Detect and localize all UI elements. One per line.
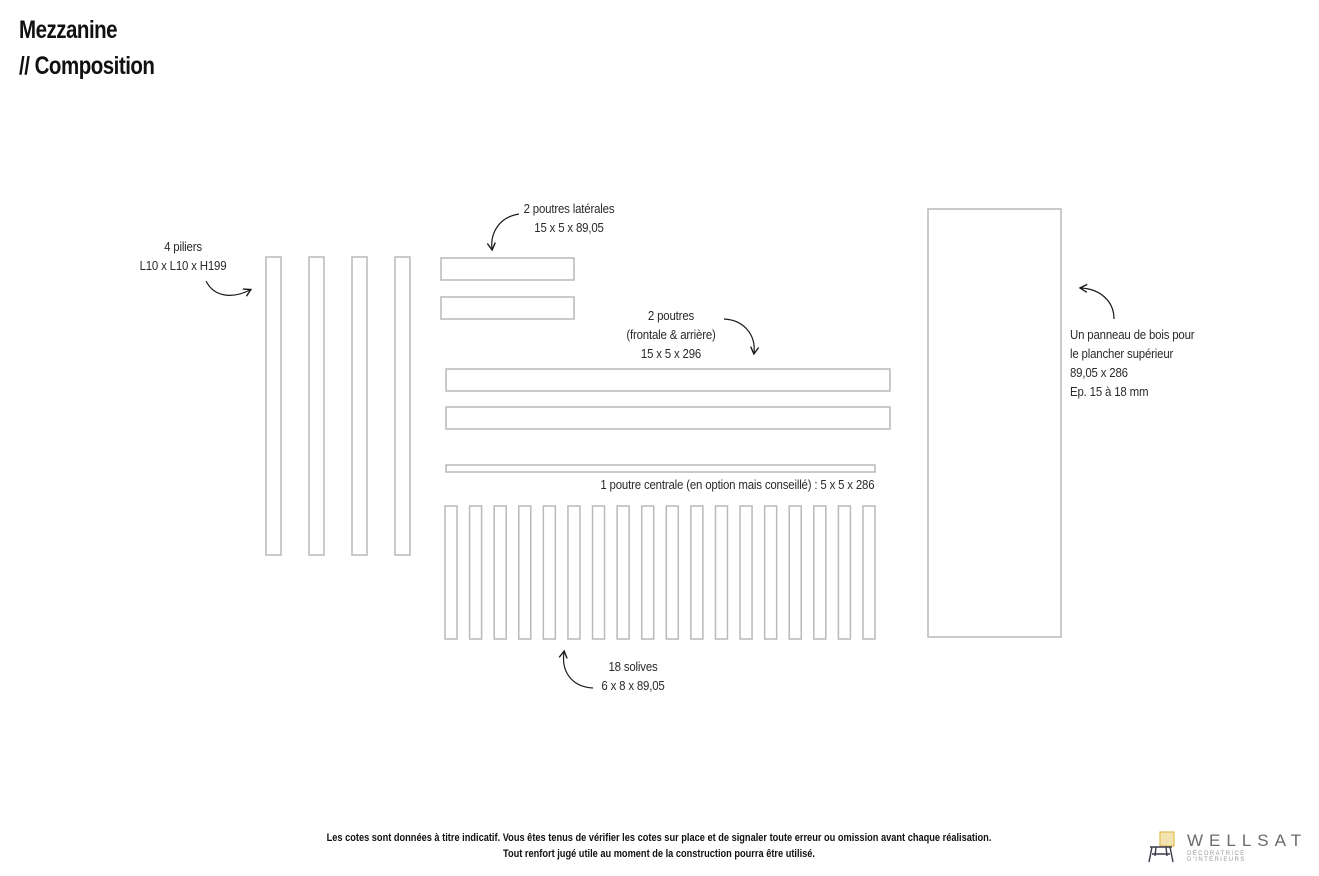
joist-6 xyxy=(567,505,581,640)
title-line-2: // Composition xyxy=(19,52,155,80)
label-poutres-line-2: (frontale & arrière) xyxy=(626,327,716,342)
central-beam-group xyxy=(445,464,876,473)
pillar-1 xyxy=(265,256,282,556)
joist-13 xyxy=(739,505,753,640)
joist-15 xyxy=(788,505,802,640)
joist-12 xyxy=(714,505,729,640)
joist-2 xyxy=(468,505,483,640)
joists-group xyxy=(444,505,876,640)
label-poutres-laterales: 2 poutres latérales 15 x 5 x 89,05 xyxy=(524,199,615,237)
central-beam xyxy=(445,464,876,473)
arrow-panneau xyxy=(1078,283,1115,320)
arrow-poutres-laterales xyxy=(486,213,520,252)
label-panneau-line-3: 89,05 x 286 xyxy=(1070,365,1128,380)
joist-3 xyxy=(493,505,507,640)
label-solives-line-2: 6 x 8 x 89,05 xyxy=(601,678,665,693)
label-panneau: Un panneau de bois pour le plancher supé… xyxy=(1070,325,1195,401)
label-poutres-laterales-line-2: 15 x 5 x 89,05 xyxy=(534,220,604,235)
pillar-3 xyxy=(351,256,368,556)
logo-name: WELLSAT xyxy=(1187,831,1308,850)
side-beam-2 xyxy=(440,296,575,320)
joist-5 xyxy=(542,505,557,640)
label-panneau-line-1: Un panneau de bois pour xyxy=(1070,327,1195,342)
disclaimer-line-2: Tout renfort jugé utile au moment de la … xyxy=(503,848,815,860)
joist-17 xyxy=(837,505,852,640)
front-back-beam-1 xyxy=(445,368,891,392)
joist-4 xyxy=(518,505,532,640)
pillars-group xyxy=(265,256,411,556)
label-piliers-line-2: L10 x L10 x H199 xyxy=(139,258,227,273)
label-solives-line-1: 18 solives xyxy=(608,659,658,674)
disclaimer: Les cotes sont données à titre indicatif… xyxy=(273,830,1046,862)
label-poutres-laterales-line-1: 2 poutres latérales xyxy=(523,201,615,216)
page-title: Mezzanine // Composition xyxy=(19,12,155,84)
side-beams-group xyxy=(440,257,575,320)
joist-1 xyxy=(444,505,458,640)
joist-14 xyxy=(763,505,778,640)
arrow-solives xyxy=(558,649,594,689)
floor-panel xyxy=(927,208,1062,638)
joist-18 xyxy=(862,505,876,640)
arrow-poutres xyxy=(723,318,760,356)
joist-7 xyxy=(591,505,606,640)
label-panneau-line-2: le plancher supérieur xyxy=(1070,346,1174,361)
logo-tagline: Décoratrice d'intérieurs xyxy=(1187,851,1246,863)
pillar-4 xyxy=(394,256,411,556)
label-poutre-centrale: 1 poutre centrale (en option mais consei… xyxy=(600,475,874,494)
joist-16 xyxy=(813,505,827,640)
joist-10 xyxy=(665,505,680,640)
arrow-piliers xyxy=(205,280,253,297)
brand-logo: WELLSAT Décoratrice d'intérieurs xyxy=(1146,828,1306,864)
pillar-2 xyxy=(308,256,325,556)
arrows-group xyxy=(205,213,1115,689)
joist-9 xyxy=(640,505,655,640)
front-back-beams-group xyxy=(445,368,891,430)
label-solives: 18 solives 6 x 8 x 89,05 xyxy=(601,657,664,695)
label-poutres: 2 poutres (frontale & arrière) 15 x 5 x … xyxy=(626,306,715,363)
floor-panel-group xyxy=(927,208,1062,638)
front-back-beam-2 xyxy=(445,406,891,430)
label-piliers-line-1: 4 piliers xyxy=(164,239,202,254)
label-poutres-line-1: 2 poutres xyxy=(647,308,695,323)
label-poutre-centrale-text: 1 poutre centrale (en option mais consei… xyxy=(599,477,874,492)
label-panneau-line-4: Ep. 15 à 18 mm xyxy=(1070,384,1149,399)
title-line-1: Mezzanine xyxy=(19,16,118,44)
chair-icon xyxy=(1148,831,1175,863)
label-poutres-line-3: 15 x 5 x 296 xyxy=(640,346,702,361)
joist-8 xyxy=(616,505,630,640)
joist-11 xyxy=(690,505,704,640)
disclaimer-line-1: Les cotes sont données à titre indicatif… xyxy=(326,832,992,844)
label-piliers: 4 piliers L10 x L10 x H199 xyxy=(140,237,227,275)
side-beam-1 xyxy=(440,257,575,281)
